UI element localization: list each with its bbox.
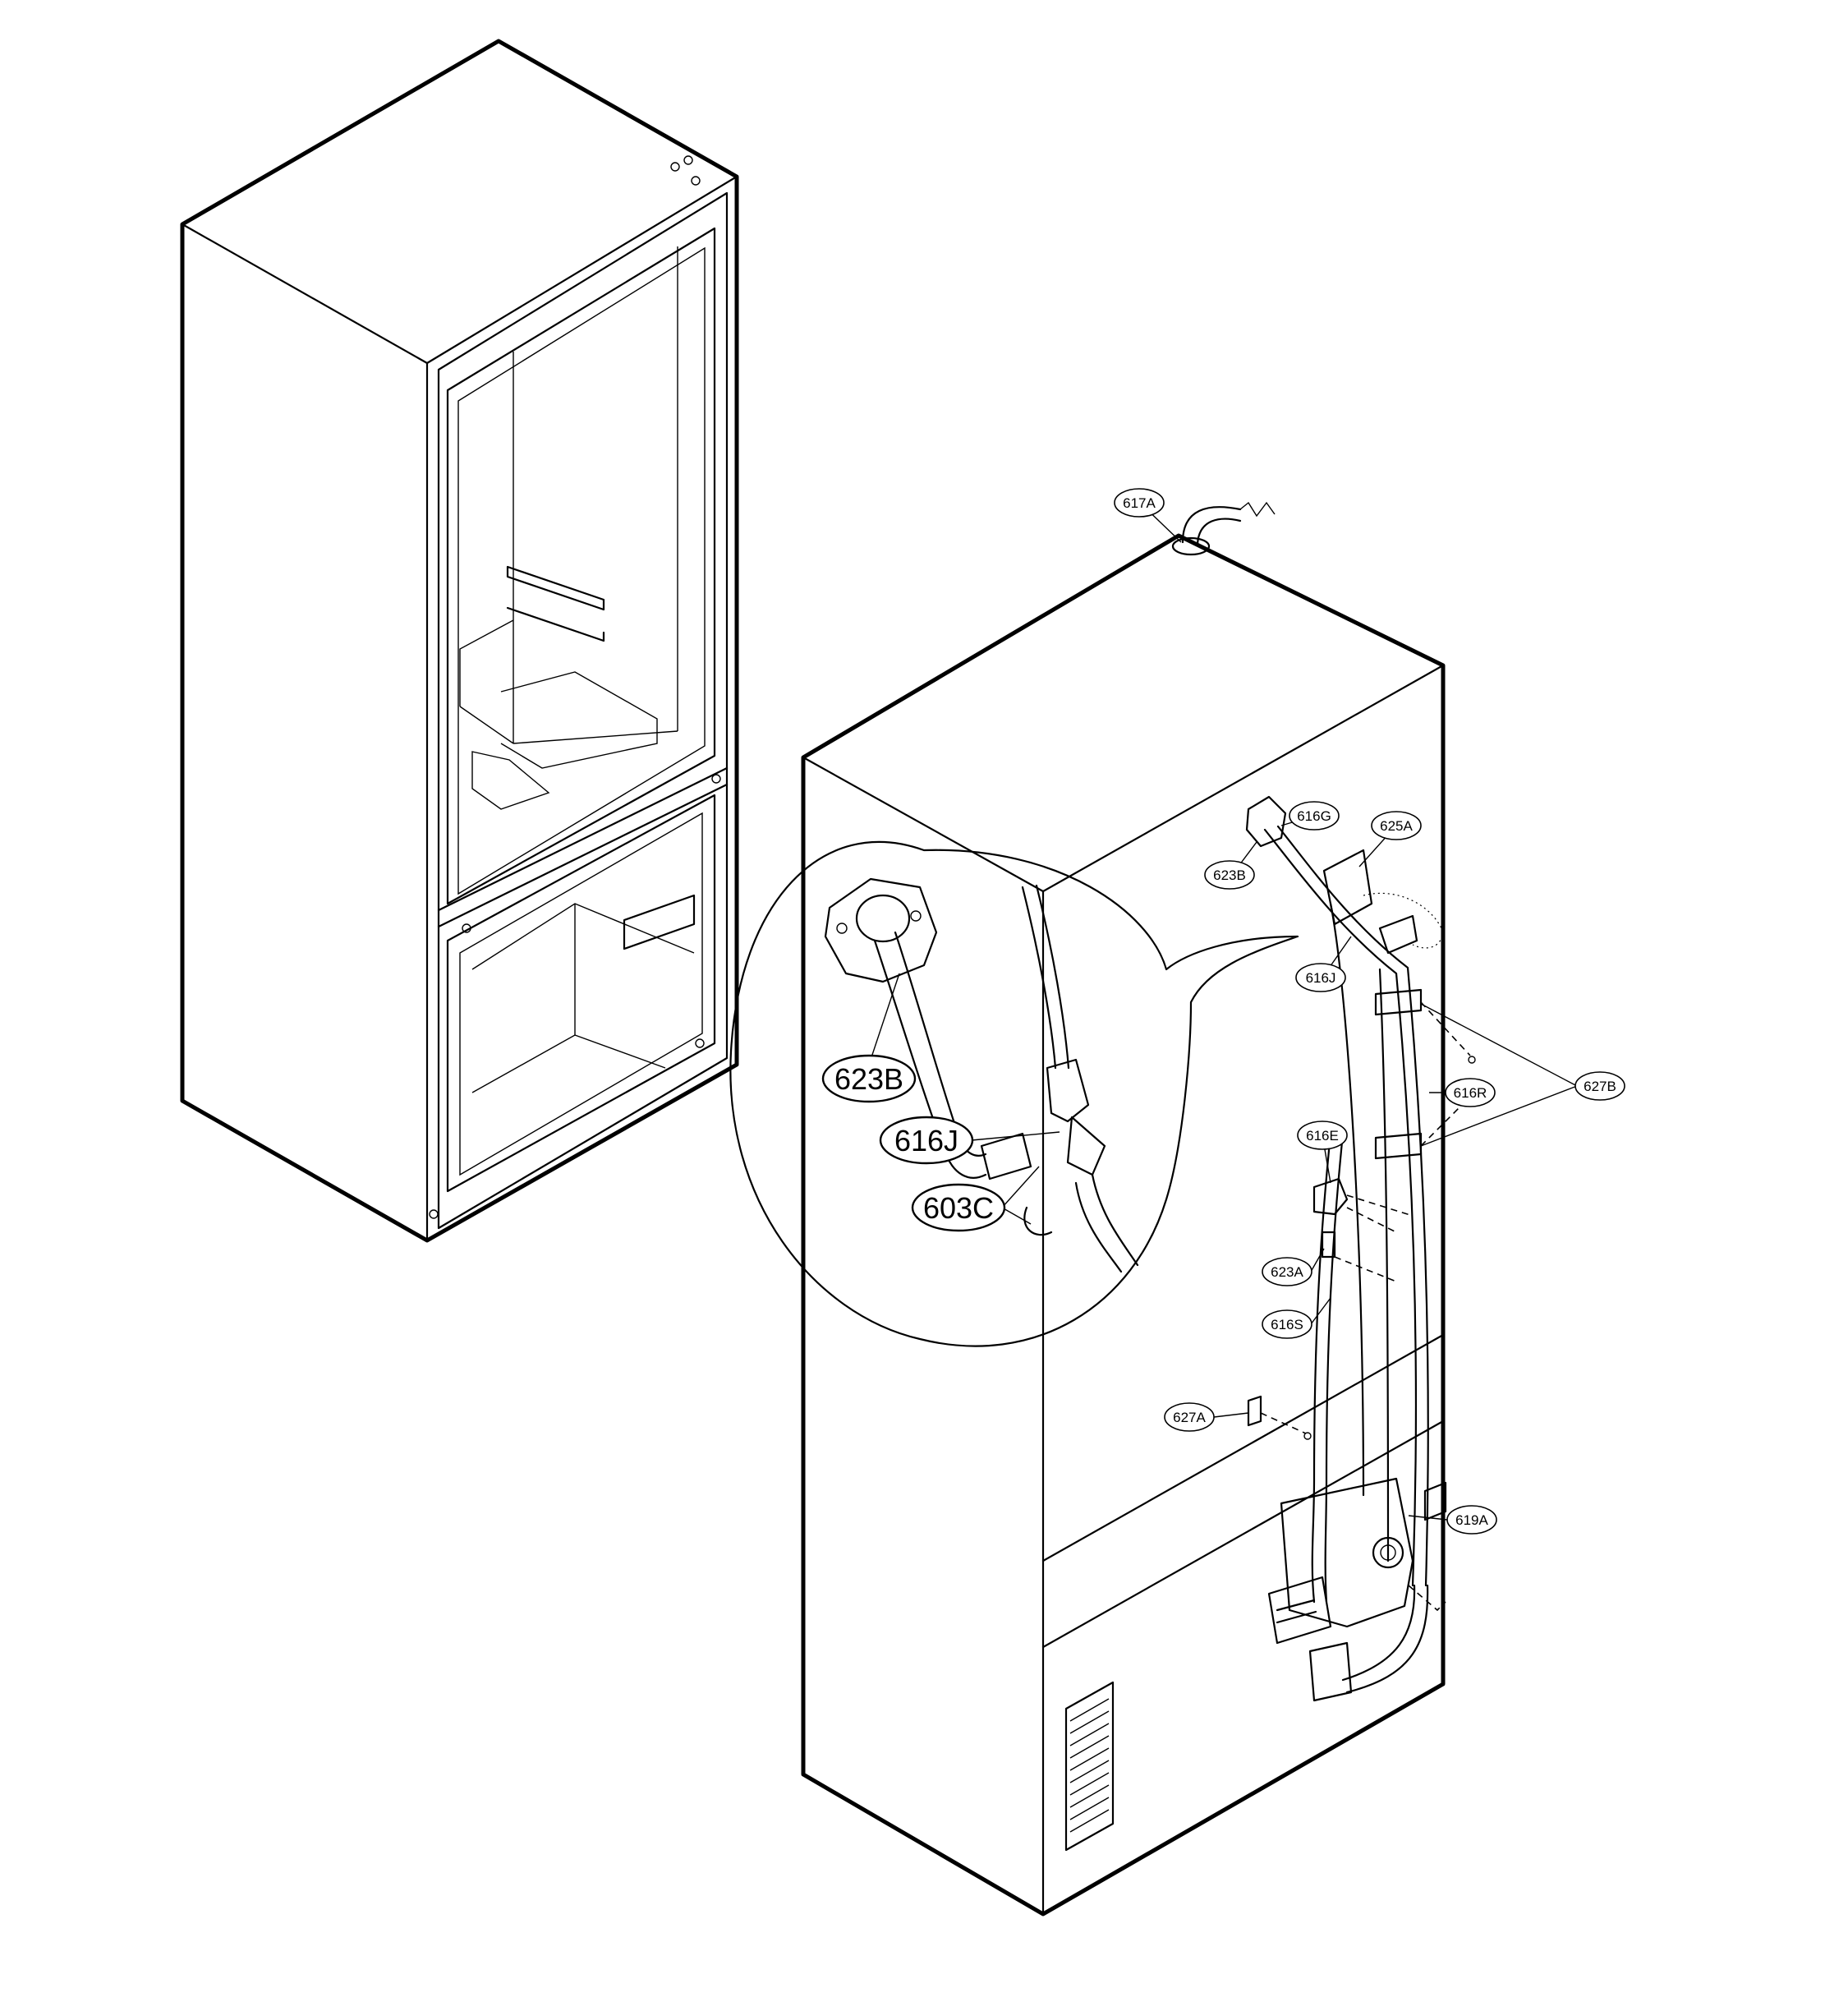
callout-616S-bubble bbox=[1262, 1309, 1312, 1339]
callout-617A-bubble bbox=[1114, 488, 1165, 518]
detail-callout-623B: 623B bbox=[834, 1062, 903, 1096]
callout-616G: 616G bbox=[1297, 808, 1331, 824]
callout-623B: 623B bbox=[1213, 867, 1246, 883]
callout-616R-bubble bbox=[1445, 1078, 1496, 1107]
detail-callout-616J: 616J bbox=[894, 1124, 958, 1157]
callout-616J-bubble bbox=[1295, 963, 1346, 992]
callout-627A-bubble bbox=[1164, 1402, 1215, 1432]
callout-627A: 627A bbox=[1173, 1410, 1206, 1425]
callout-627B: 627B bbox=[1584, 1079, 1616, 1094]
callout-616S: 616S bbox=[1271, 1317, 1303, 1332]
callout-616E-bubble bbox=[1297, 1121, 1348, 1150]
rear-cabinet bbox=[801, 501, 1476, 1917]
callout-619A: 619A bbox=[1455, 1512, 1488, 1528]
callout-616R: 616R bbox=[1454, 1085, 1487, 1101]
callout-625A-bubble bbox=[1371, 811, 1422, 840]
water-valve-assembly bbox=[1267, 1477, 1447, 1702]
callout-627B-bubble bbox=[1574, 1071, 1625, 1101]
callout-616G-bubble bbox=[1289, 801, 1340, 831]
detail-callout-603C-bubble bbox=[911, 1183, 1006, 1232]
detail-callout-603C: 603C bbox=[923, 1191, 994, 1225]
callout-616E: 616E bbox=[1306, 1128, 1339, 1144]
callout-625A: 625A bbox=[1380, 818, 1413, 834]
inlet-hose bbox=[1171, 501, 1276, 556]
callout-623A: 623A bbox=[1271, 1264, 1303, 1280]
vent-grille bbox=[1064, 1681, 1115, 1852]
callout-623A-bubble bbox=[1262, 1257, 1312, 1286]
callout-616J: 616J bbox=[1306, 970, 1336, 986]
front-cabinet bbox=[180, 39, 739, 1243]
water-tubes bbox=[1263, 825, 1429, 1694]
detail-callout-616J-bubble bbox=[879, 1116, 974, 1165]
callouts: 617A 623B 616G 625A 616J 627B 616R 616E bbox=[1114, 488, 1625, 1535]
callout-617A: 617A bbox=[1123, 495, 1156, 511]
detail-callout-623B-bubble bbox=[821, 1054, 917, 1103]
detail-view bbox=[729, 840, 1299, 1347]
callout-619A-bubble bbox=[1446, 1505, 1497, 1535]
detail-callouts: 623B 616J 603C bbox=[821, 973, 1060, 1232]
callout-623B-bubble bbox=[1204, 860, 1255, 890]
